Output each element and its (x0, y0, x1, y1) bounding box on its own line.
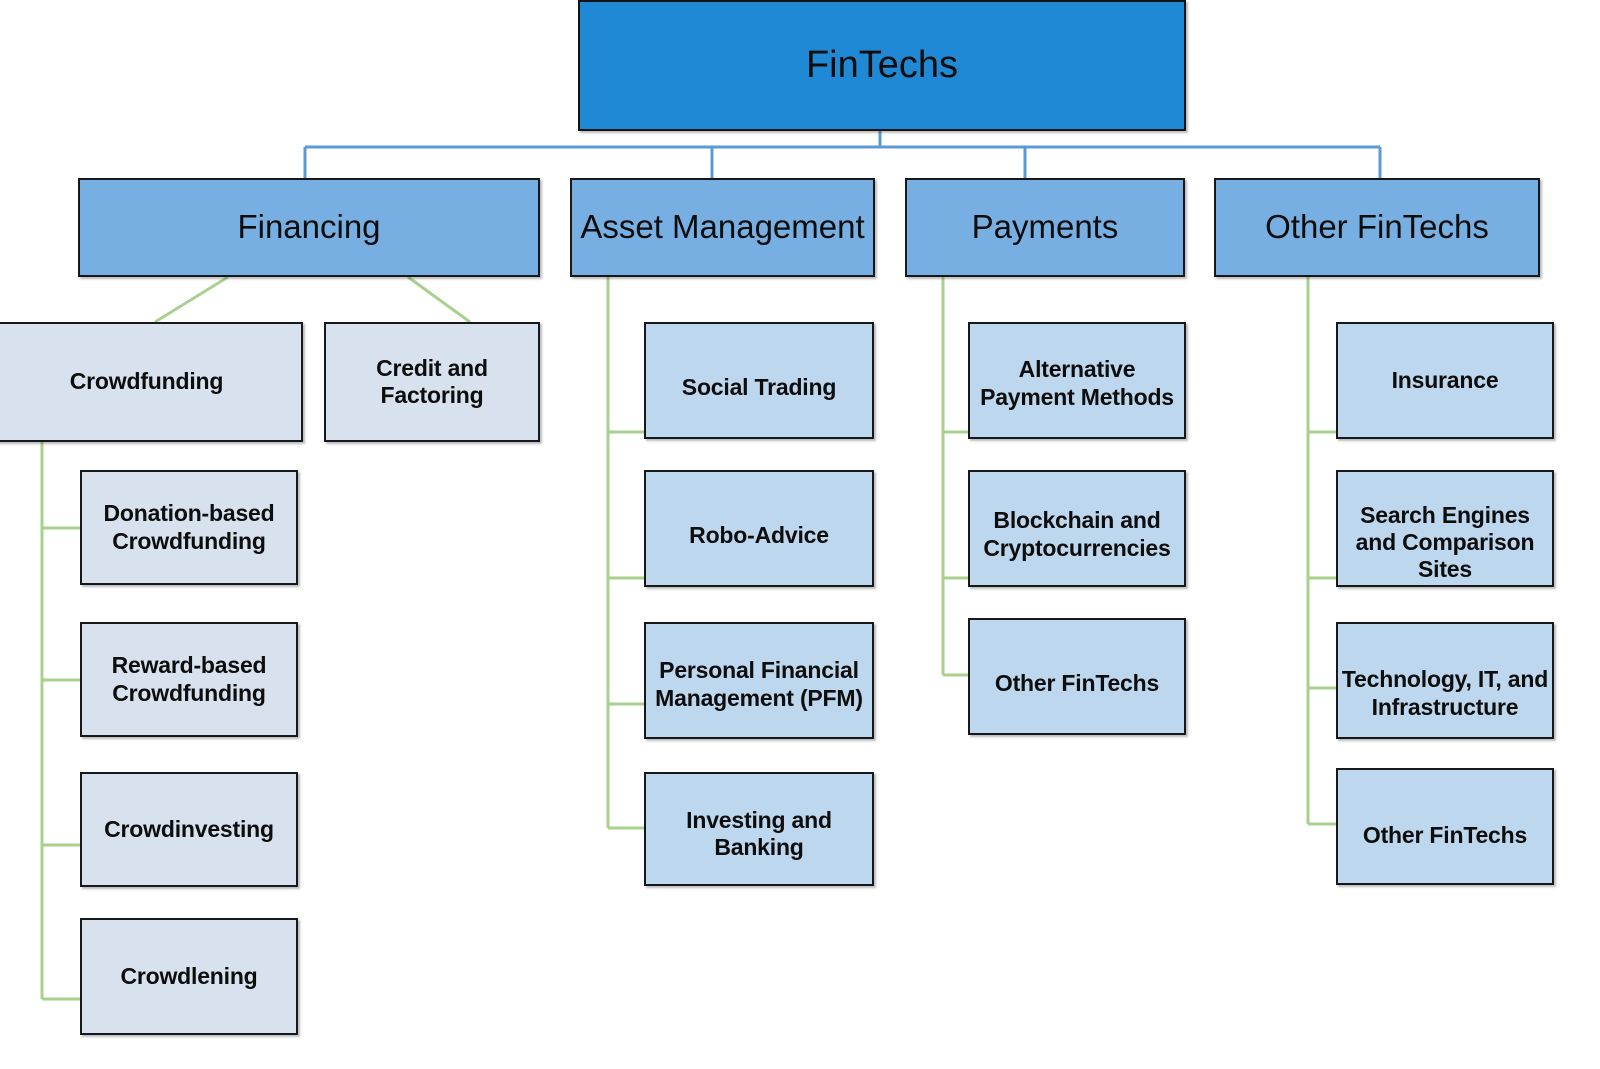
node-reward-based-crowdfunding[interactable]: Reward-based Crowdfunding (80, 622, 298, 737)
node-label: Crowdinvesting (104, 815, 274, 842)
node-asset-management[interactable]: Asset Management (570, 178, 875, 277)
node-payments-other-fintechs[interactable]: Other FinTechs (968, 618, 1186, 735)
node-alternative-payment-methods[interactable]: Alternative Payment Methods (968, 322, 1186, 439)
node-crowdfunding[interactable]: Crowdfunding (0, 322, 303, 442)
node-root-fintechs[interactable]: FinTechs (578, 0, 1186, 131)
node-crowdlening[interactable]: Crowdlening (80, 918, 298, 1035)
node-crowdinvesting[interactable]: Crowdinvesting (80, 772, 298, 887)
node-label: Personal Financial Management (PFM) (655, 657, 863, 711)
node-label: Search Engines and Comparison Sites (1355, 501, 1535, 583)
node-label: Technology, IT, and Infrastructure (1341, 666, 1549, 720)
node-credit-and-factoring[interactable]: Credit and Factoring (324, 322, 540, 442)
node-payments[interactable]: Payments (905, 178, 1185, 277)
connector-financing-credit-factoring (407, 275, 471, 324)
node-blockchain-and-cryptocurrencies[interactable]: Blockchain and Cryptocurrencies (968, 470, 1186, 587)
node-label: Robo-Advice (689, 521, 829, 548)
node-label: Other FinTechs (1265, 208, 1489, 246)
node-investing-and-banking[interactable]: Investing and Banking (644, 772, 874, 886)
node-label: Alternative Payment Methods (980, 356, 1174, 410)
node-technology-it-and-infrastructure[interactable]: Technology, IT, and Infrastructure (1336, 622, 1554, 739)
node-label: Other FinTechs (1362, 821, 1528, 848)
node-label: Social Trading (681, 373, 837, 400)
node-label: Investing and Banking (686, 806, 832, 860)
node-label: FinTechs (805, 44, 959, 87)
node-label: Donation-based Crowdfunding (103, 500, 275, 554)
node-search-engines-and-comparison-sites[interactable]: Search Engines and Comparison Sites (1336, 470, 1554, 587)
node-insurance[interactable]: Insurance (1336, 322, 1554, 439)
node-label: Credit and Factoring (376, 354, 488, 408)
node-donation-based-crowdfunding[interactable]: Donation-based Crowdfunding (80, 470, 298, 585)
node-label: Insurance (1391, 366, 1499, 393)
node-label: Asset Management (580, 208, 865, 246)
node-label: Other FinTechs (994, 669, 1160, 696)
node-social-trading[interactable]: Social Trading (644, 322, 874, 439)
node-label: Blockchain and Cryptocurrencies (983, 507, 1171, 561)
node-label: Crowdfunding (69, 368, 224, 395)
node-label: Crowdlening (120, 962, 258, 989)
node-robo-advice[interactable]: Robo-Advice (644, 470, 874, 587)
node-label: Financing (237, 208, 381, 246)
node-label: Reward-based Crowdfunding (111, 652, 267, 706)
connector-financing-crowdfunding (154, 275, 229, 324)
node-other-fintechs-other-fintechs[interactable]: Other FinTechs (1336, 768, 1554, 885)
node-personal-financial-management[interactable]: Personal Financial Management (PFM) (644, 622, 874, 739)
node-financing[interactable]: Financing (78, 178, 540, 277)
node-other-fintechs[interactable]: Other FinTechs (1214, 178, 1540, 277)
node-label: Payments (971, 208, 1119, 246)
